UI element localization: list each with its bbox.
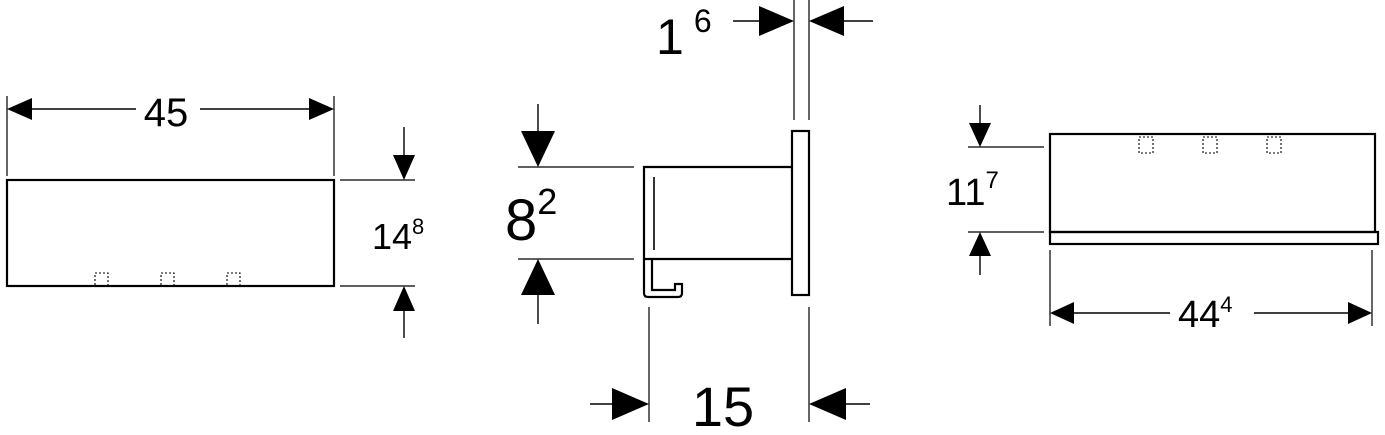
arrow-left-icon — [809, 388, 846, 420]
arrow-down-icon — [393, 155, 415, 180]
front-view: 45 148 — [5, 91, 424, 338]
arrow-right-icon — [1348, 302, 1372, 324]
front-view-outline — [5, 178, 336, 288]
arrow-up-icon — [393, 286, 415, 311]
rear-view-shelf — [1048, 230, 1380, 246]
rear-height-dimension: 117 — [946, 105, 1044, 275]
rear-view-outline — [1048, 132, 1377, 234]
side-wall-plate — [790, 129, 811, 297]
side-body-outline — [642, 165, 792, 261]
arrow-down-icon — [969, 123, 991, 147]
arrow-right-icon — [759, 6, 794, 36]
side-hook-outline — [642, 259, 684, 299]
side-depth-dimension: 15 — [590, 307, 870, 435]
arrow-left-icon — [1050, 302, 1074, 324]
rear-width-dimension: 444 — [1049, 250, 1373, 336]
arrow-right-icon — [309, 98, 334, 120]
front-height-label: 148 — [372, 214, 424, 257]
arrow-left-icon — [809, 6, 844, 36]
arrow-up-icon — [521, 259, 555, 295]
side-height-label: 82 — [505, 181, 557, 253]
rear-height-label: 117 — [946, 167, 999, 214]
rear-view: 117 444 — [946, 105, 1380, 336]
arrow-right-icon — [612, 388, 649, 420]
front-height-dimension: 148 — [340, 127, 424, 338]
arrow-left-icon — [7, 98, 32, 120]
front-view-hidden-fixings — [94, 272, 241, 287]
side-height-dimension: 82 — [505, 104, 634, 324]
front-width-label: 45 — [144, 91, 189, 135]
rear-width-label: 444 — [1178, 292, 1233, 336]
front-width-dimension: 45 — [6, 91, 335, 176]
arrow-up-icon — [969, 232, 991, 256]
rear-view-hidden-fixings — [1138, 136, 1282, 154]
side-depth-label: 15 — [692, 375, 754, 435]
arrow-down-icon — [521, 131, 555, 167]
